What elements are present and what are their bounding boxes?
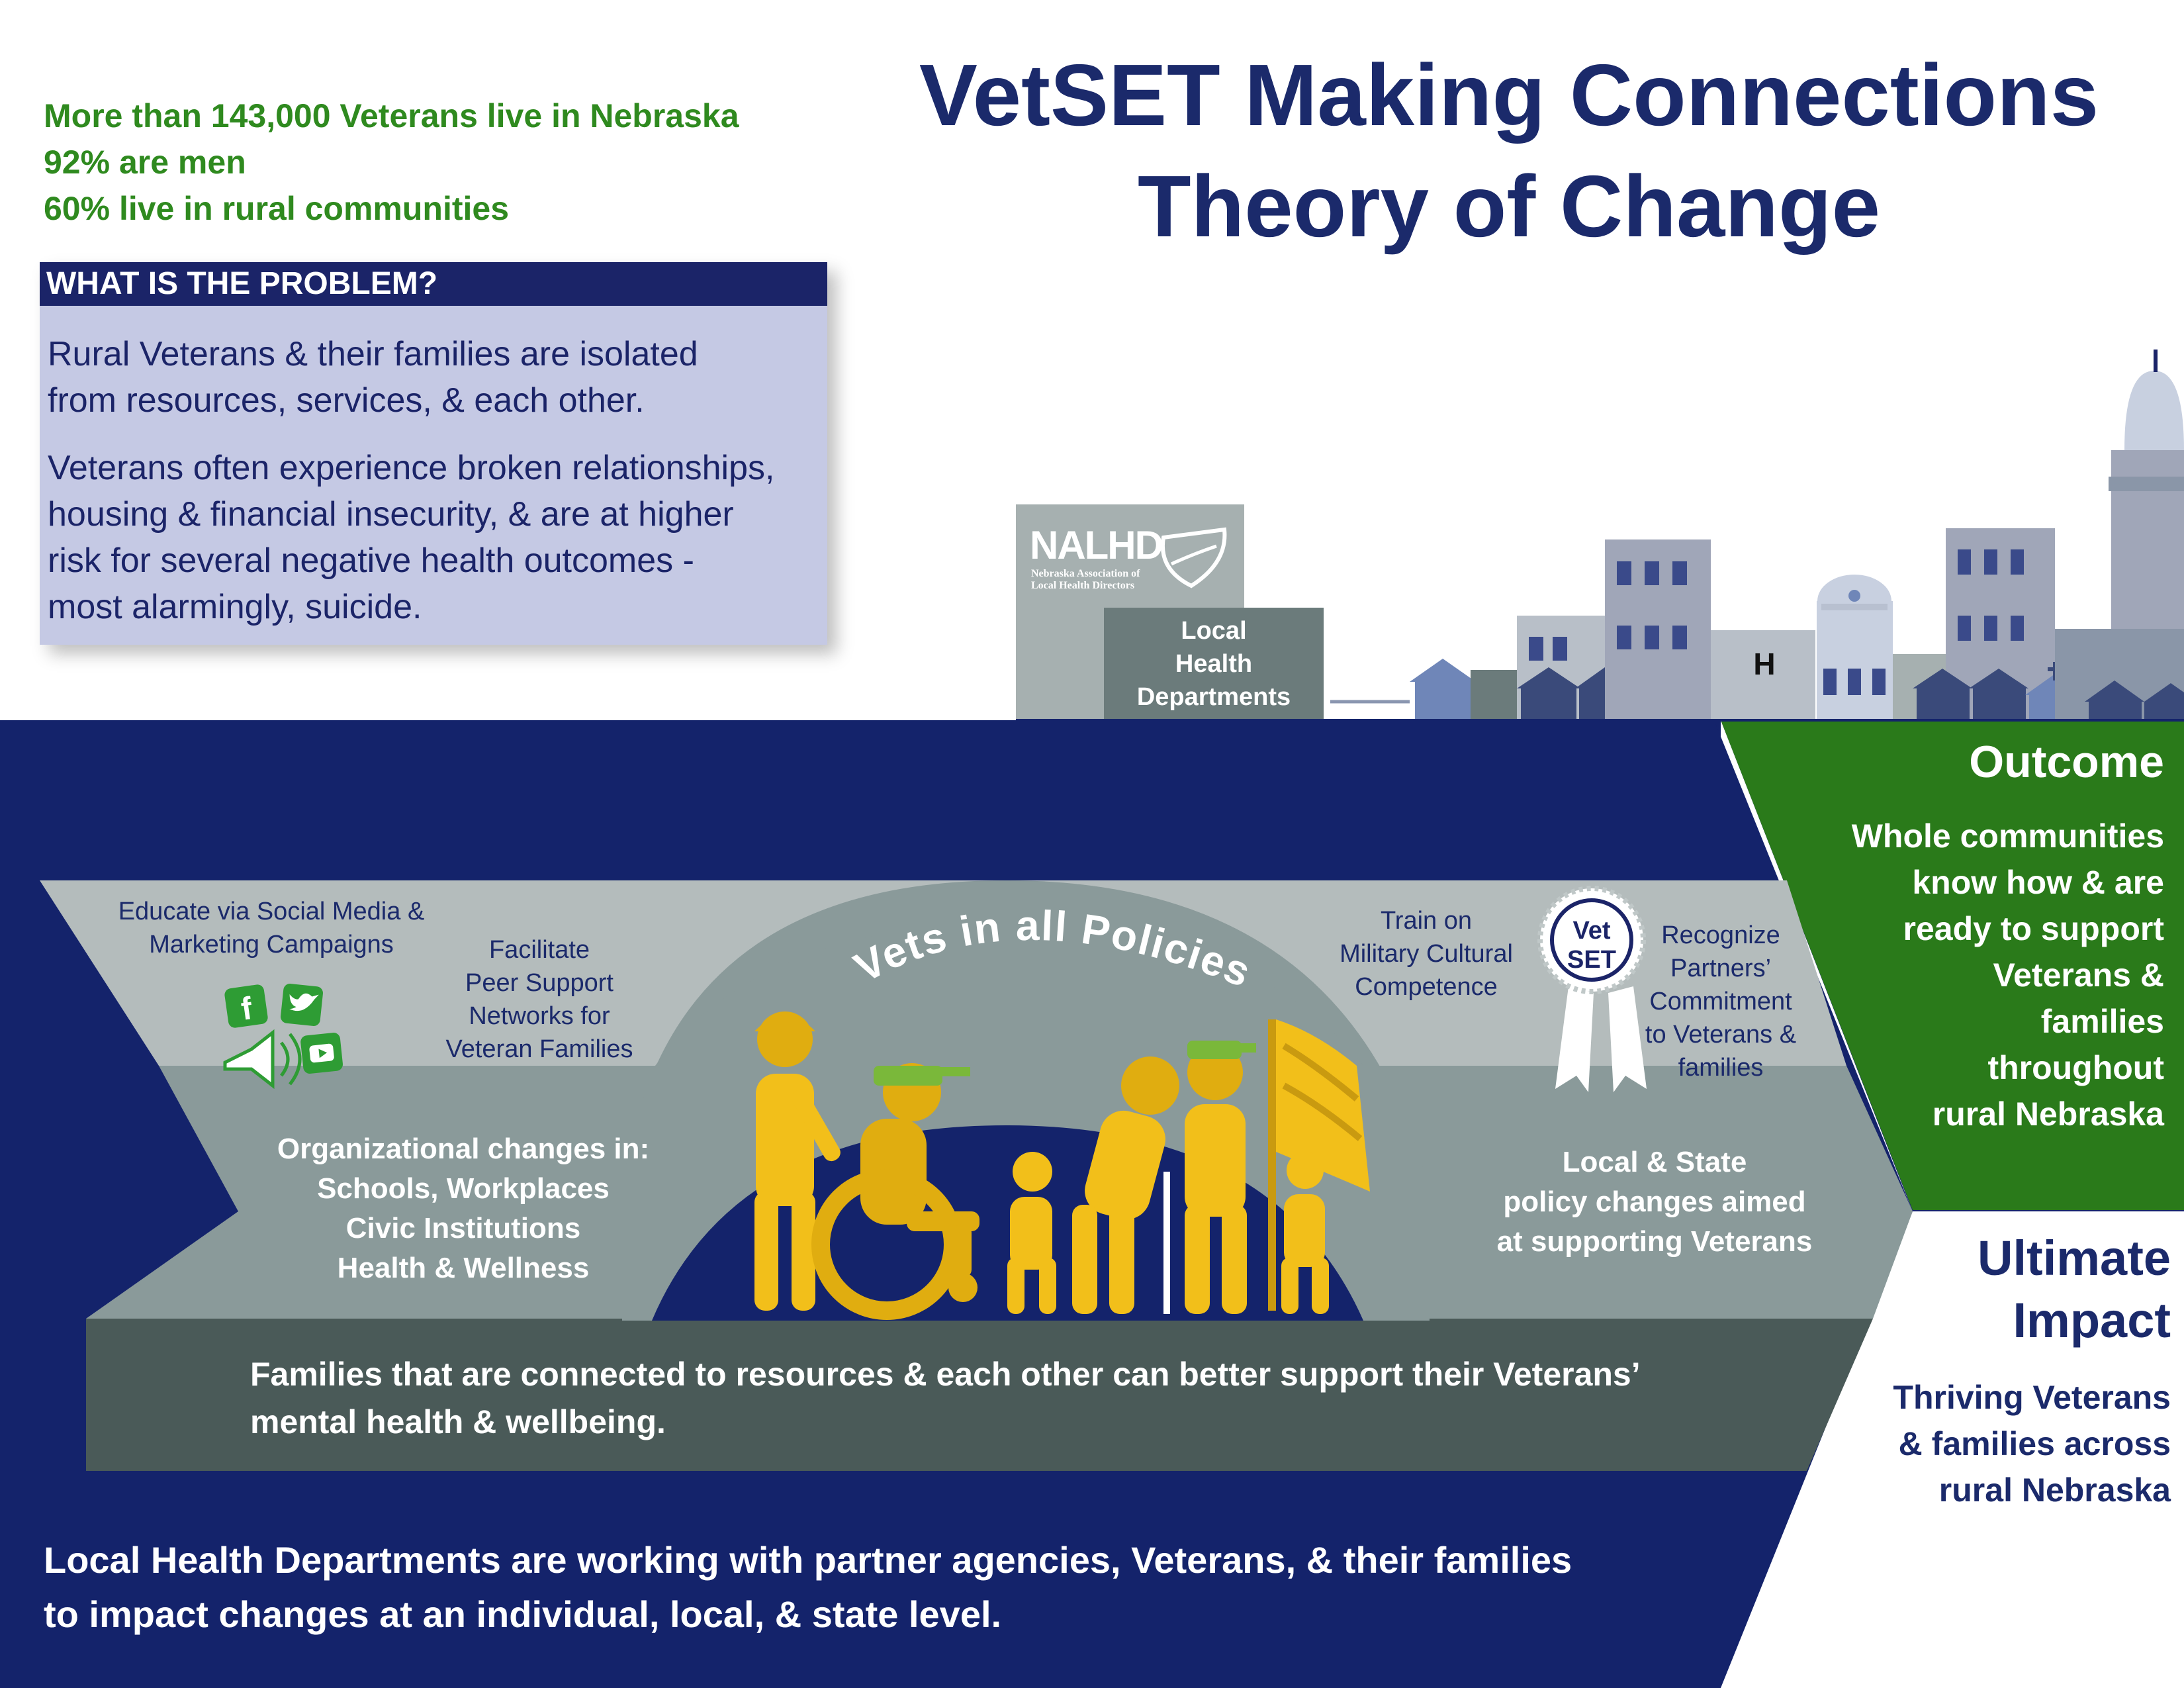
org-line-3: Civic Institutions — [345, 1212, 581, 1244]
outcome-line-4: Veterans & — [1993, 957, 2164, 994]
recognize-activity: Recognize Partners’ Commitment to Vetera… — [1628, 919, 1813, 1084]
nalhd-sub-line-2: Local Health Directors — [1031, 580, 1135, 591]
bottom-statement: Local Health Departments are working wit… — [44, 1533, 1764, 1642]
impact-line-1: Thriving Veterans — [1893, 1379, 2171, 1416]
ultimate-impact-title: Ultimate Impact — [1906, 1227, 2171, 1352]
vetset-badge-text: Vet SET — [1552, 916, 1631, 974]
facebook-icon: f — [224, 984, 268, 1028]
problem-p1-line-2: from resources, services, & each other. — [48, 381, 645, 420]
impact-line-3: rural Nebraska — [1938, 1472, 2171, 1509]
hospital-letter: H — [1753, 647, 1776, 681]
recognize-line-3: Commitment — [1649, 988, 1792, 1015]
outcome-title: Outcome — [1969, 737, 2164, 787]
stat-line-2: 92% are men — [44, 144, 246, 181]
problem-p2-line-3: risk for several negative health outcome… — [48, 541, 694, 580]
outcome-line-1: Whole communities — [1851, 818, 2164, 855]
families-line-1: Families that are connected to resources… — [250, 1356, 1641, 1393]
outcome-line-3: ready to support — [1903, 910, 2164, 947]
problem-p2-line-2: housing & financial insecurity, & are at… — [48, 495, 734, 534]
recognize-line-1: Recognize — [1661, 921, 1780, 949]
problem-p1-line-1: Rural Veterans & their families are isol… — [48, 335, 698, 373]
nalhd-logo-subtitle: Nebraska Association of Local Health Dir… — [1031, 568, 1140, 592]
arc-gray-top — [655, 923, 1363, 1066]
educate-activity: Educate via Social Media & Marketing Cam… — [99, 895, 443, 961]
peer-line-4: Veteran Families — [445, 1035, 633, 1063]
vetset-badge-icon — [1537, 886, 1647, 1092]
youtube-icon — [300, 1033, 343, 1074]
peer-line-3: Networks for — [469, 1002, 610, 1030]
peer-line-1: Facilitate — [488, 936, 590, 964]
problem-paragraph-2: Veterans often experience broken relatio… — [48, 445, 822, 630]
stat-line-1: More than 143,000 Veterans live in Nebra… — [44, 97, 739, 134]
impact-title-line-1: Ultimate — [1978, 1231, 2171, 1286]
impact-panel-bg — [1721, 1211, 2184, 1688]
train-activity: Train on Military Cultural Competence — [1317, 904, 1535, 1004]
nalhd-sub-line-1: Nebraska Association of — [1031, 568, 1140, 579]
outcome-line-2: know how & are — [1912, 864, 2164, 901]
badge-line-2: SET — [1567, 946, 1616, 974]
org-line-1: Organizational changes in: — [277, 1133, 650, 1165]
local-health-departments-label: Local Health Departments — [1104, 614, 1324, 714]
educate-line-1: Educate via Social Media & — [118, 898, 425, 925]
recognize-line-2: Partners’ — [1670, 955, 1772, 982]
policy-line-3: at supporting Veterans — [1496, 1225, 1813, 1258]
train-line-1: Train on — [1381, 907, 1472, 935]
social-icons: f — [223, 984, 343, 1090]
bottom-line-2: to impact changes at an individual, loca… — [44, 1593, 1002, 1635]
org-line-4: Health & Wellness — [337, 1252, 590, 1284]
outcome-line-5: families — [2040, 1003, 2164, 1040]
lhd-line-2: Health — [1175, 650, 1253, 678]
veteran-stats: More than 143,000 Veterans live in Nebra… — [44, 93, 739, 232]
title-line-2: Theory of Change — [1137, 158, 1881, 255]
policy-line-1: Local & State — [1562, 1146, 1747, 1178]
peer-support-activity: Facilitate Peer Support Networks for Vet… — [417, 933, 662, 1066]
megaphone-icon — [223, 1029, 302, 1090]
impact-line-2: & families across — [1898, 1425, 2171, 1462]
title-line-1: VetSET Making Connections — [919, 46, 2099, 144]
family-silhouettes — [754, 1011, 1370, 1320]
impact-title-line-2: Impact — [2013, 1293, 2171, 1348]
outcome-panel-bg — [1721, 720, 2184, 1210]
bottom-line-1: Local Health Departments are working wit… — [44, 1539, 1572, 1581]
badge-line-1: Vet — [1572, 917, 1611, 945]
outcome-line-6: throughout — [1987, 1049, 2164, 1086]
problem-box — [40, 262, 827, 645]
lhd-line-3: Departments — [1136, 683, 1291, 711]
recognize-line-4: to Veterans & — [1645, 1021, 1797, 1049]
twitter-icon — [281, 984, 323, 1026]
outcome-text: Whole communities know how & are ready t… — [1760, 813, 2164, 1137]
peer-line-2: Peer Support — [465, 969, 614, 997]
organizational-changes: Organizational changes in: Schools, Work… — [251, 1129, 675, 1288]
skyline — [1016, 350, 2184, 722]
families-statement: Families that are connected to resources… — [250, 1350, 1839, 1446]
problem-heading: WHAT IS THE PROBLEM? — [40, 262, 827, 306]
nalhd-logo — [1160, 527, 1227, 588]
lhd-line-1: Local — [1181, 617, 1247, 645]
org-line-2: Schools, Workplaces — [317, 1172, 610, 1205]
nalhd-logo-text: NALHD — [1030, 523, 1163, 567]
educate-line-2: Marketing Campaigns — [149, 931, 394, 959]
ultimate-impact-text: Thriving Veterans & families across rura… — [1827, 1374, 2171, 1513]
policy-changes: Local & State policy changes aimed at su… — [1469, 1143, 1840, 1262]
stat-line-3: 60% live in rural communities — [44, 190, 510, 227]
outcome-line-7: rural Nebraska — [1932, 1096, 2164, 1133]
train-line-2: Military Cultural — [1340, 940, 1513, 968]
problem-p2-line-4: most alarmingly, suicide. — [48, 588, 422, 626]
policy-line-2: policy changes aimed — [1503, 1186, 1806, 1218]
families-line-2: mental health & wellbeing. — [250, 1403, 666, 1440]
page-title: VetSET Making Connections Theory of Chan… — [847, 40, 2171, 262]
chevron-dark — [86, 1319, 1873, 1471]
problem-p2-line-1: Veterans often experience broken relatio… — [48, 449, 775, 487]
recognize-line-5: families — [1678, 1054, 1764, 1082]
problem-paragraph-1: Rural Veterans & their families are isol… — [48, 331, 822, 424]
train-line-3: Competence — [1355, 973, 1498, 1001]
